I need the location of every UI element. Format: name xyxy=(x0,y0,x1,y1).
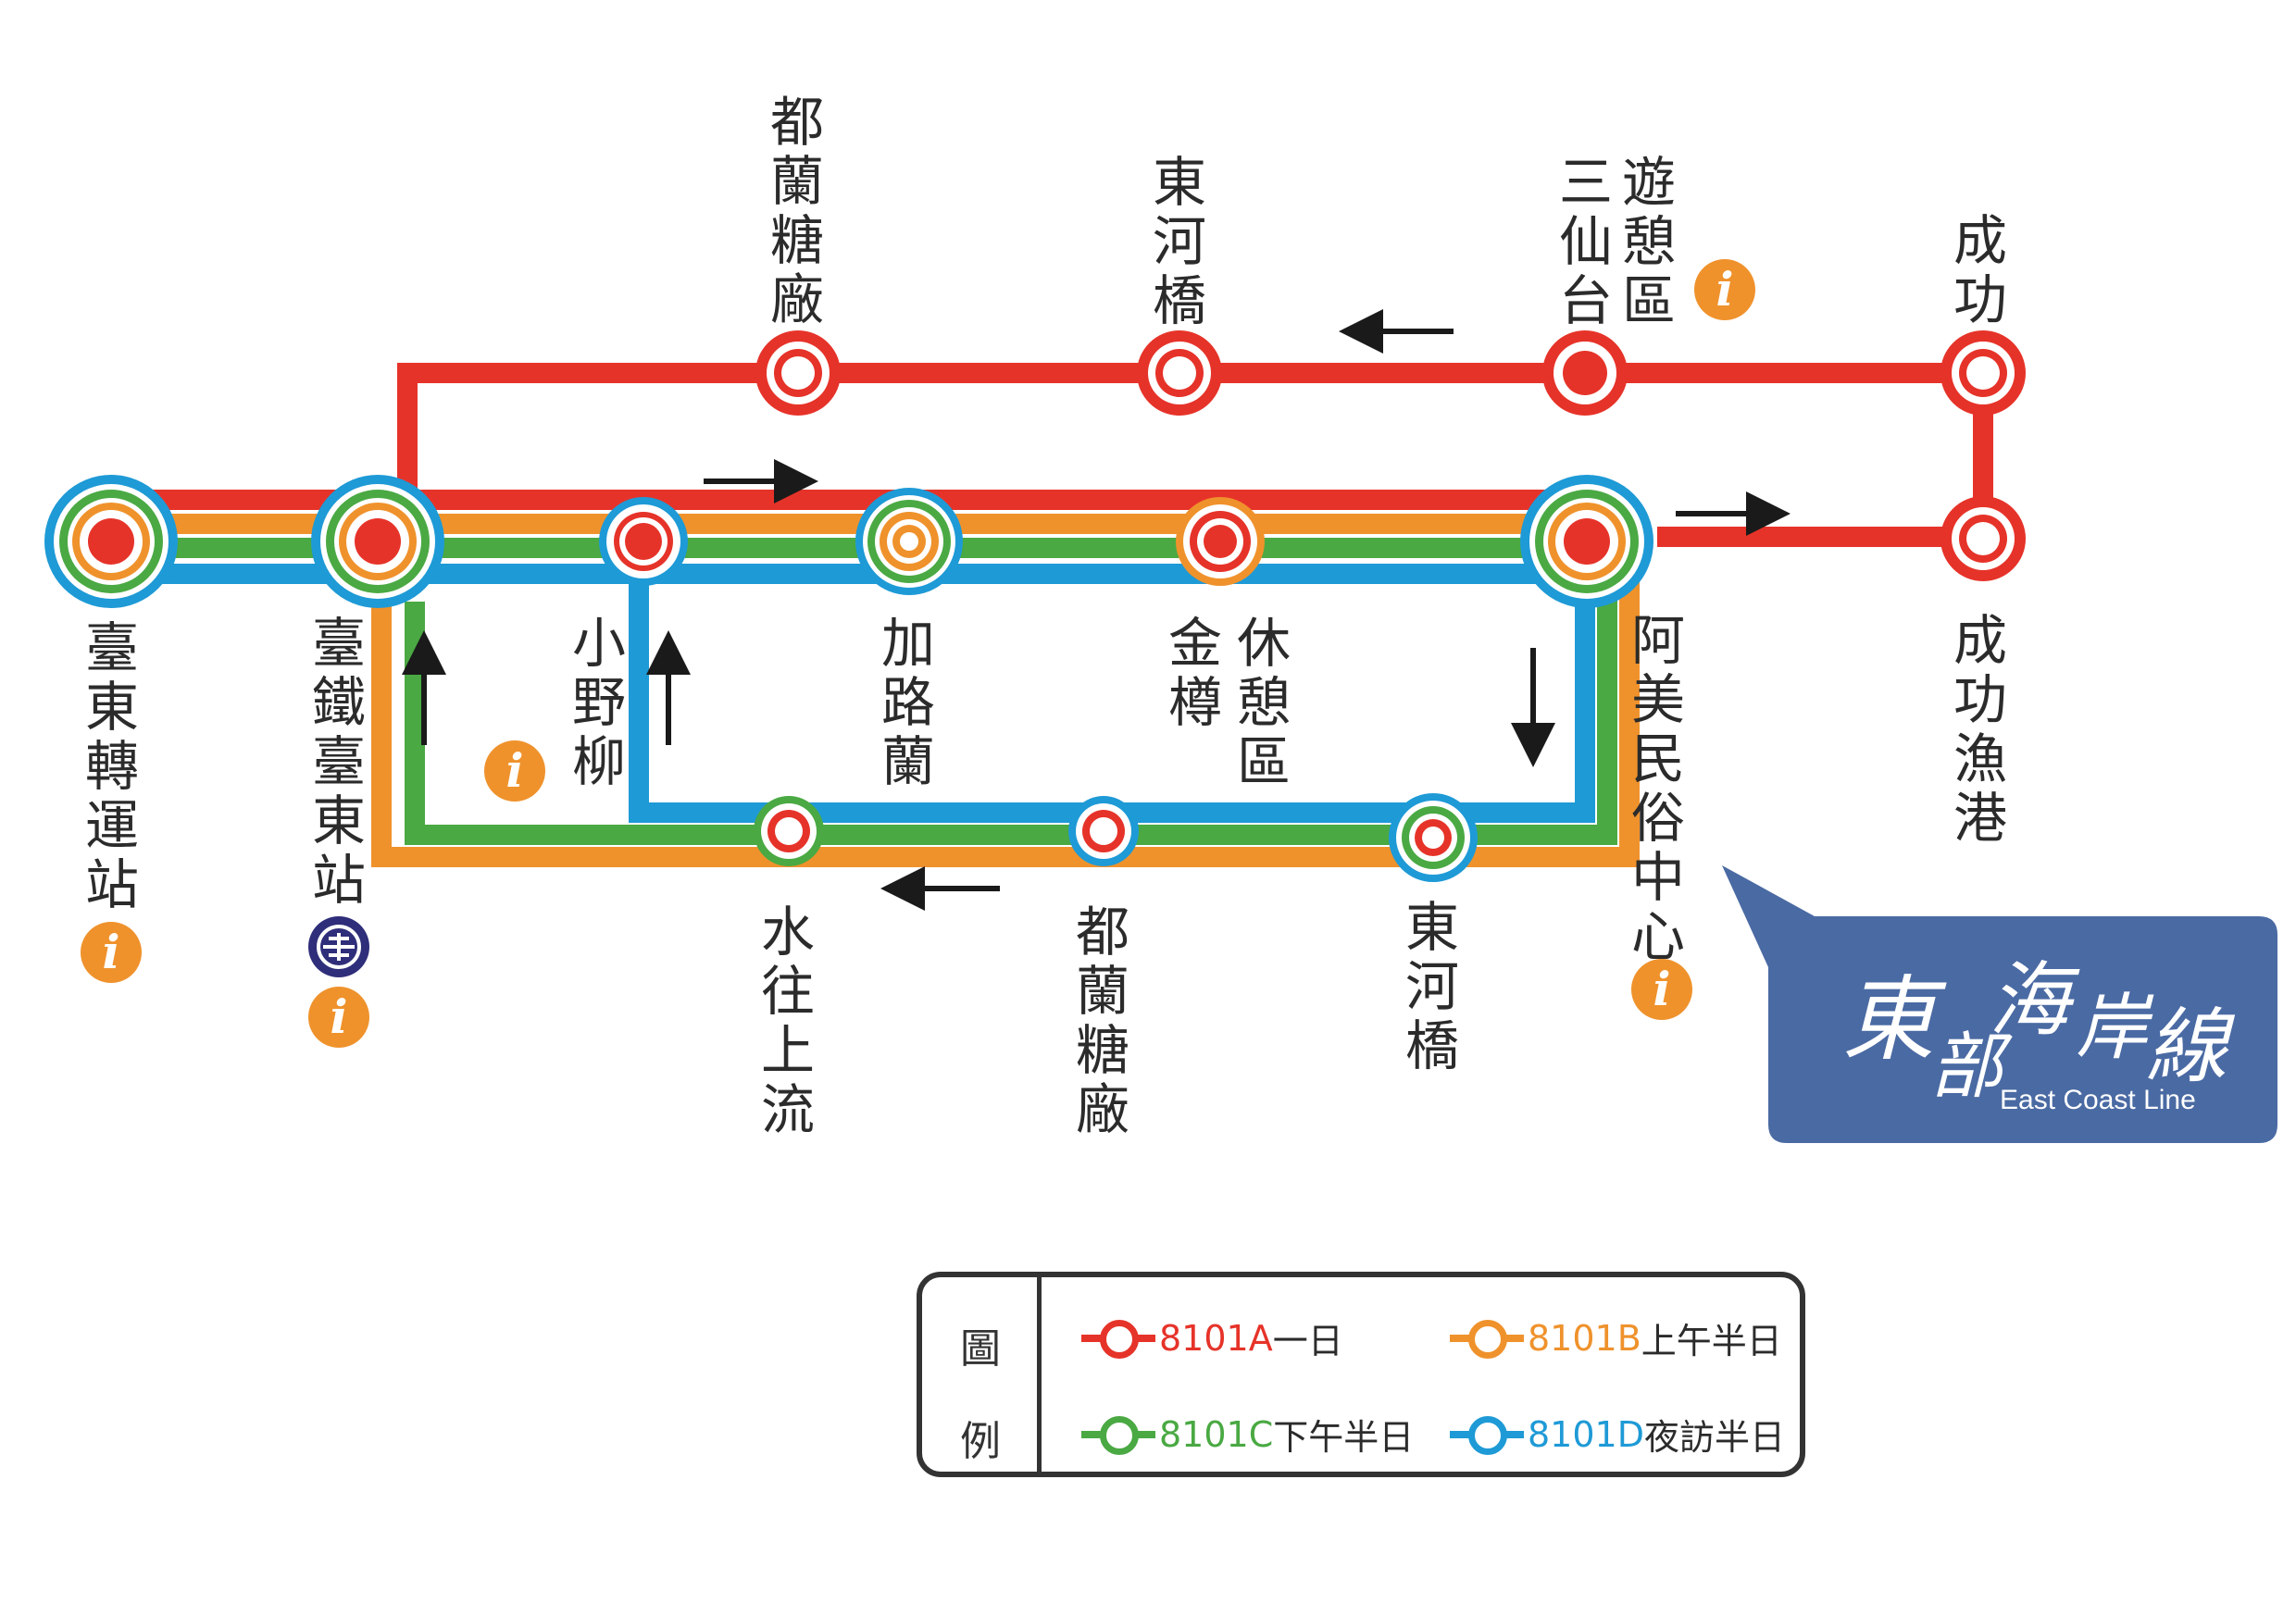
route-lines xyxy=(111,363,1993,867)
legend-symbol xyxy=(1081,1414,1155,1455)
tourist-info-icon: i xyxy=(1694,259,1755,320)
brand-char-4: 岸 xyxy=(2076,987,2149,1070)
legend-item-8101D: 8101D 夜訪半日 xyxy=(1450,1409,1785,1460)
route-8101B-loop xyxy=(111,514,1640,867)
legend-name: 夜訪半日 xyxy=(1643,1417,1785,1458)
brand-english-title: East Coast Line xyxy=(2000,1085,2196,1115)
legend-name: 一日 xyxy=(1272,1321,1343,1361)
station-marker-jinzun[interactable] xyxy=(1176,497,1265,586)
tourist-info-icon: i xyxy=(484,740,545,802)
east-coast-line-callout xyxy=(1722,865,2277,1143)
station-marker-shuiwang[interactable] xyxy=(754,796,824,866)
legend-name: 上午半日 xyxy=(1641,1321,1782,1361)
label-chenggong: 成功 xyxy=(1953,209,2008,331)
label-amis: 阿美民俗中心 xyxy=(1631,609,1686,968)
station-marker-taitung-transfer[interactable] xyxy=(44,475,178,608)
legend-divider xyxy=(1037,1277,1042,1472)
label-donghe-top: 東河橋 xyxy=(1153,151,1207,332)
direction-arrows xyxy=(402,309,1791,911)
legend-title: 圖 例 xyxy=(957,1303,1004,1488)
station-marker-donghe-top[interactable] xyxy=(1137,330,1222,416)
station-marker-sanxiantai[interactable] xyxy=(1542,330,1628,416)
label-jinzun-rest: 休憩區 xyxy=(1237,612,1292,793)
route-8101D-loop xyxy=(111,555,1595,823)
label-jinzun: 金樽 xyxy=(1168,612,1223,734)
label-dulan-bottom: 都蘭糖廠 xyxy=(1076,901,1130,1141)
label-donghe-bottom: 東河橋 xyxy=(1405,896,1460,1077)
legend-item-8101A: 8101A 一日 xyxy=(1081,1312,1343,1363)
station-marker-chenggong[interactable] xyxy=(1940,330,2026,416)
legend-code: 8101B xyxy=(1528,1317,1641,1359)
legend-symbol xyxy=(1450,1414,1524,1455)
station-marker-taitung-rail[interactable] xyxy=(311,475,444,608)
legend-title-char: 例 xyxy=(960,1418,1001,1465)
legend-code: 8101A xyxy=(1159,1317,1273,1359)
brand-char-3: 海 xyxy=(1989,952,2071,1048)
legend-title-char: 圖 xyxy=(960,1325,1001,1373)
legend-item-8101B: 8101B 上午半日 xyxy=(1450,1312,1782,1363)
brand-char-2: 部 xyxy=(1930,1026,2003,1109)
station-markers xyxy=(44,330,2026,882)
label-sanxiantai-rest: 遊憩區 xyxy=(1622,151,1677,332)
legend-item-8101C: 8101C 下午半日 xyxy=(1081,1409,1414,1460)
station-marker-amis[interactable] xyxy=(1520,475,1653,608)
tourist-info-icon: i xyxy=(1631,959,1692,1020)
label-sanxiantai: 三仙台 xyxy=(1559,151,1614,332)
station-marker-chenggong-port[interactable] xyxy=(1940,496,2026,581)
brand-char-5: 線 xyxy=(2146,999,2228,1094)
label-taitung-rail: 臺鐵臺東站 xyxy=(312,612,367,912)
label-xiaoyeliu: 小野柳 xyxy=(572,612,627,793)
station-marker-dulan-bottom[interactable] xyxy=(1068,796,1139,866)
tourist-info-icon: i xyxy=(81,922,142,983)
legend-symbol xyxy=(1081,1318,1155,1359)
legend-name: 下午半日 xyxy=(1273,1417,1415,1458)
label-taitung-transfer: 臺東轉運站 xyxy=(85,616,140,916)
legend: 圖 例 8101A 一日 8101B 上午半日 8101C 下午半日 8101D… xyxy=(917,1272,1805,1477)
station-marker-jialulan[interactable] xyxy=(855,488,963,595)
station-marker-xiaoyeliu[interactable] xyxy=(599,497,688,586)
route-8101C-loop xyxy=(111,538,1617,845)
legend-symbol xyxy=(1450,1318,1524,1359)
label-jialulan: 加路蘭 xyxy=(881,612,936,793)
legend-code: 8101C xyxy=(1159,1413,1274,1455)
station-marker-donghe-bottom[interactable] xyxy=(1389,793,1478,882)
label-chenggong-port: 成功漁港 xyxy=(1953,609,2008,850)
legend-code: 8101D xyxy=(1528,1413,1644,1455)
label-dulan-top: 都蘭糖廠 xyxy=(770,91,825,331)
station-marker-dulan-top[interactable] xyxy=(755,330,841,416)
tourist-info-icon: i xyxy=(308,987,369,1048)
brand-char-1: 東 xyxy=(1842,965,1935,1074)
label-shuiwang: 水往上流 xyxy=(761,901,816,1141)
taiwan-railway-logo-icon xyxy=(308,916,369,977)
